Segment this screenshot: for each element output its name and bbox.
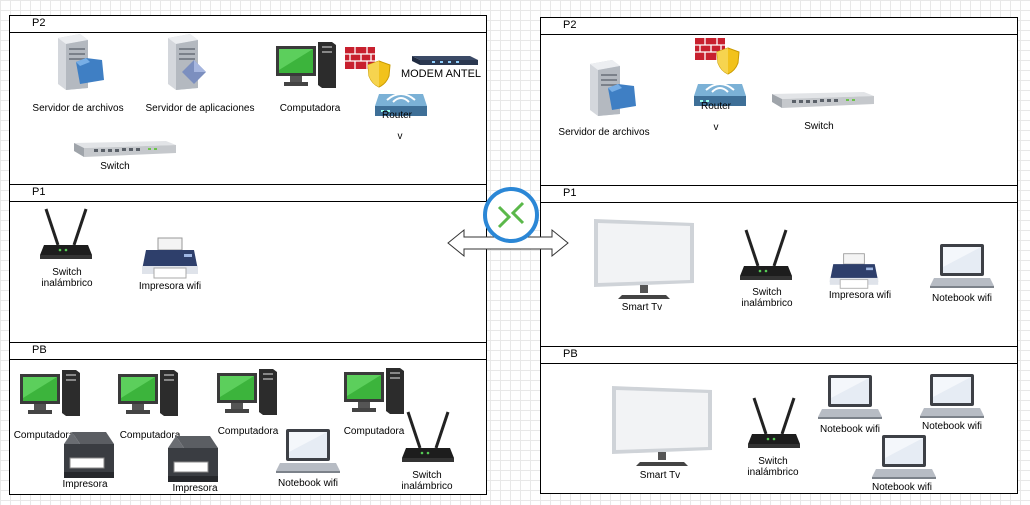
floor-divider xyxy=(10,342,486,343)
device-label: Switch xyxy=(100,161,130,172)
file-server-icon[interactable] xyxy=(584,56,642,120)
computer-icon[interactable] xyxy=(215,367,279,419)
double-arrow-icon[interactable] xyxy=(446,228,570,258)
computer-icon[interactable] xyxy=(116,368,180,420)
smart-tv-icon[interactable] xyxy=(592,217,696,301)
device-label: Impresora xyxy=(172,483,218,494)
device-label: Switch xyxy=(804,121,834,132)
floor-label-p1: P1 xyxy=(563,187,577,199)
device-label: Switch inalámbrico xyxy=(747,456,799,478)
printer-icon[interactable] xyxy=(162,432,222,488)
floor-divider xyxy=(541,346,1017,347)
computer-icon[interactable] xyxy=(342,366,406,418)
device-label: Notebook wifi xyxy=(931,293,993,304)
floor-label-pb: PB xyxy=(563,348,578,360)
printer-icon[interactable] xyxy=(828,252,880,290)
file-server-icon[interactable] xyxy=(52,30,110,94)
laptop-icon[interactable] xyxy=(818,373,882,421)
computer-icon[interactable] xyxy=(18,368,82,420)
device-label: Switch inalámbrico xyxy=(401,470,453,492)
wireless-switch-icon[interactable] xyxy=(38,205,94,265)
device-label: Impresora wifi xyxy=(138,281,202,292)
device-label: Router xyxy=(381,110,412,121)
floor-header-p2: P2 xyxy=(10,16,486,33)
device-label: Servidor de archivos xyxy=(558,127,650,138)
laptop-icon[interactable] xyxy=(276,427,340,475)
device-label: Impresora xyxy=(62,479,108,490)
wireless-switch-icon[interactable] xyxy=(738,226,794,286)
floor-divider xyxy=(541,185,1017,186)
device-label: Computadora xyxy=(279,103,341,114)
laptop-icon[interactable] xyxy=(872,433,936,481)
laptop-icon[interactable] xyxy=(930,242,994,290)
vpn-connector-icon[interactable] xyxy=(482,186,540,244)
device-label: Router xyxy=(700,101,731,112)
device-label: Switch inalámbrico xyxy=(41,267,93,289)
device-label: Switch inalámbrico xyxy=(741,287,793,309)
printer-icon[interactable] xyxy=(58,428,118,484)
floor-label-pb: PB xyxy=(32,344,47,356)
device-label: Servidor de aplicaciones xyxy=(145,103,255,114)
device-label: MODEM ANTEL xyxy=(400,68,482,80)
device-label: Notebook wifi xyxy=(871,482,933,493)
laptop-icon[interactable] xyxy=(920,372,984,420)
floor-label-p2: P2 xyxy=(32,17,46,29)
device-label: Impresora wifi xyxy=(828,290,892,301)
floor-header-pb: PB xyxy=(10,343,486,360)
device-label: Computadora xyxy=(13,430,75,441)
device-label: Smart Tv xyxy=(639,470,681,481)
floor-header-p1: P1 xyxy=(541,186,1017,203)
device-label: Computadora xyxy=(217,426,279,437)
floor-label-p2: P2 xyxy=(563,19,577,31)
floor-label-p1: P1 xyxy=(32,186,46,198)
switch-icon[interactable] xyxy=(70,135,180,159)
device-label: Smart Tv xyxy=(621,302,663,313)
modem-icon[interactable] xyxy=(410,50,480,66)
wireless-switch-icon[interactable] xyxy=(400,408,456,468)
smart-tv-icon[interactable] xyxy=(610,384,714,468)
shield-icon[interactable] xyxy=(716,47,742,77)
device-label: Computadora xyxy=(119,430,181,441)
device-label: Notebook wifi xyxy=(921,421,983,432)
floor-header-pb: PB xyxy=(541,347,1017,364)
computer-icon[interactable] xyxy=(274,40,338,92)
device-label: v xyxy=(397,131,403,142)
switch-icon[interactable] xyxy=(768,86,878,110)
wireless-switch-icon[interactable] xyxy=(746,394,802,454)
device-label: Notebook wifi xyxy=(819,424,881,435)
device-label: Servidor de archivos xyxy=(32,103,124,114)
device-label: v xyxy=(713,122,719,133)
device-label: Notebook wifi xyxy=(277,478,339,489)
floor-header-p2: P2 xyxy=(541,18,1017,35)
device-label: Computadora xyxy=(343,426,405,437)
printer-icon[interactable] xyxy=(140,236,200,280)
floor-header-p1: P1 xyxy=(10,185,486,202)
floor-divider xyxy=(10,184,486,185)
app-server-icon[interactable] xyxy=(162,32,220,96)
